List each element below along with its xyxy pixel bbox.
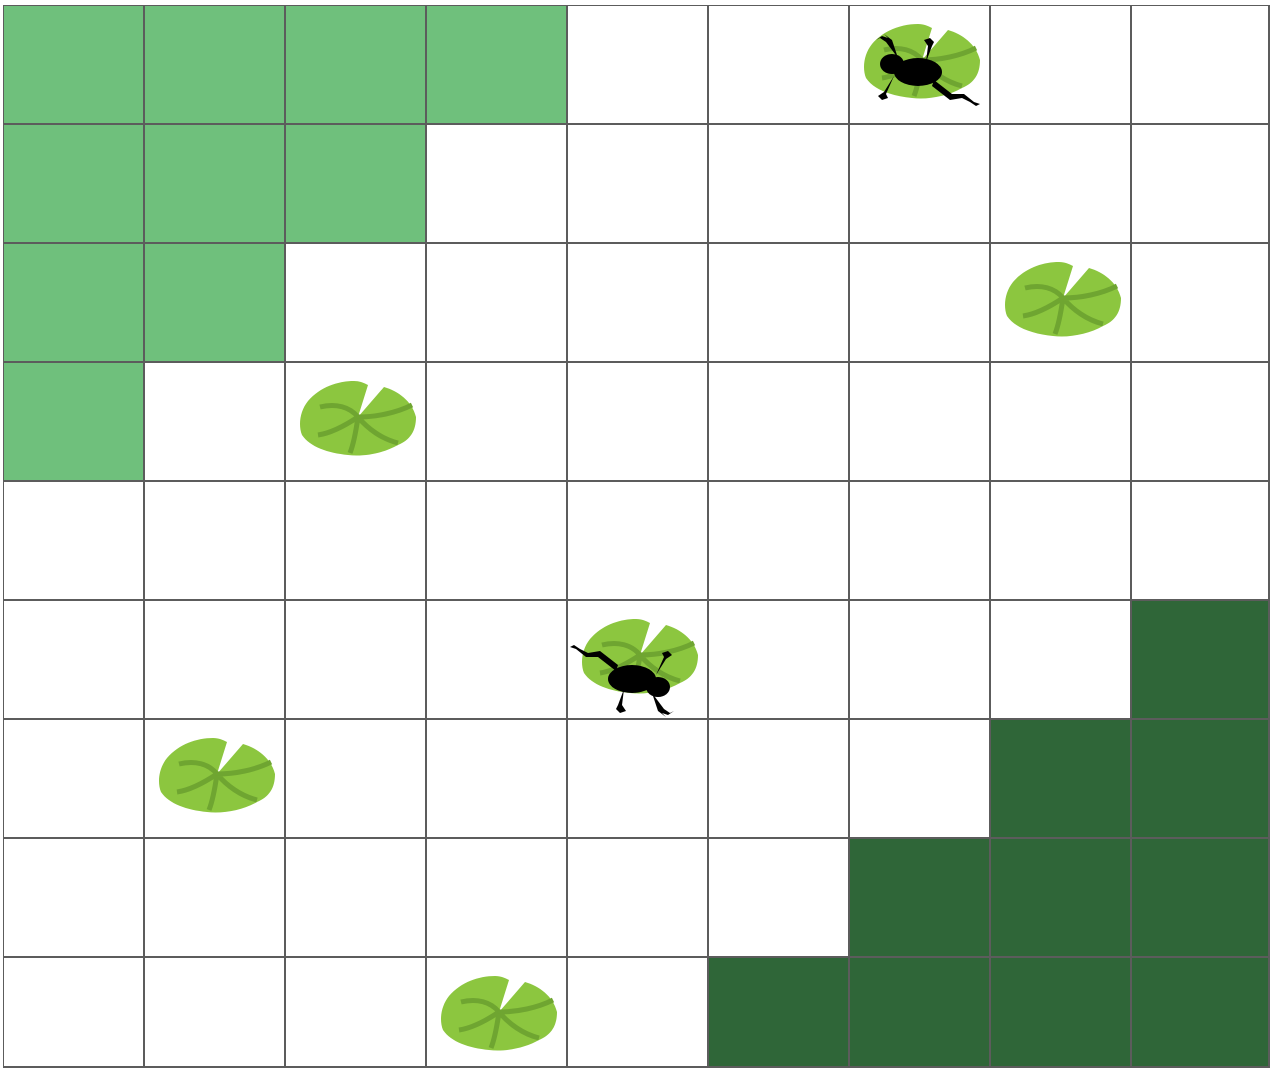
dark-green-cell-r9-c8[interactable] xyxy=(991,958,1132,1068)
water-cell-r6-c7[interactable] xyxy=(850,601,991,720)
frog-icon[interactable] xyxy=(864,32,984,122)
water-cell-r4-c5[interactable] xyxy=(568,363,709,482)
water-cell-r7-c7[interactable] xyxy=(850,720,991,839)
lily-pad-icon[interactable] xyxy=(157,734,277,814)
water-cell-r4-c8[interactable] xyxy=(991,363,1132,482)
water-cell-r6-c1[interactable] xyxy=(4,601,145,720)
water-cell-r9-c2[interactable] xyxy=(145,958,286,1068)
lily-pad-icon[interactable] xyxy=(298,377,418,457)
water-cell-r7-c3[interactable] xyxy=(286,720,427,839)
water-cell-r8-c1[interactable] xyxy=(4,839,145,958)
water-cell-r5-c3[interactable] xyxy=(286,482,427,601)
water-cell-r3-c6[interactable] xyxy=(709,244,850,363)
water-cell-r9-c3[interactable] xyxy=(286,958,427,1068)
lily-pad-icon[interactable] xyxy=(1003,258,1123,338)
water-cell-r8-c5[interactable] xyxy=(568,839,709,958)
water-cell-r7-c1[interactable] xyxy=(4,720,145,839)
water-cell-r9-c1[interactable] xyxy=(4,958,145,1068)
water-cell-r6-c6[interactable] xyxy=(709,601,850,720)
water-cell-r7-c6[interactable] xyxy=(709,720,850,839)
water-cell-r5-c1[interactable] xyxy=(4,482,145,601)
water-cell-r5-c2[interactable] xyxy=(145,482,286,601)
water-cell-r8-c4[interactable] xyxy=(427,839,568,958)
water-cell-r5-c8[interactable] xyxy=(991,482,1132,601)
dark-green-cell-r9-c7[interactable] xyxy=(850,958,991,1068)
water-cell-r2-c7[interactable] xyxy=(850,125,991,244)
dark-green-cell-r9-c9[interactable] xyxy=(1132,958,1270,1068)
water-cell-r2-c9[interactable] xyxy=(1132,125,1270,244)
light-green-cell-r1-c4[interactable] xyxy=(427,6,568,125)
dark-green-cell-r7-c8[interactable] xyxy=(991,720,1132,839)
water-cell-r8-c6[interactable] xyxy=(709,839,850,958)
water-cell-r1-c5[interactable] xyxy=(568,6,709,125)
water-cell-r4-c2[interactable] xyxy=(145,363,286,482)
water-cell-r1-c9[interactable] xyxy=(1132,6,1270,125)
water-cell-r5-c7[interactable] xyxy=(850,482,991,601)
water-cell-r4-c6[interactable] xyxy=(709,363,850,482)
light-green-cell-r2-c3[interactable] xyxy=(286,125,427,244)
water-cell-r4-c9[interactable] xyxy=(1132,363,1270,482)
water-cell-r3-c3[interactable] xyxy=(286,244,427,363)
light-green-cell-r1-c3[interactable] xyxy=(286,6,427,125)
water-cell-r2-c8[interactable] xyxy=(991,125,1132,244)
water-cell-r5-c5[interactable] xyxy=(568,482,709,601)
water-cell-r7-c5[interactable] xyxy=(568,720,709,839)
light-green-cell-r1-c1[interactable] xyxy=(4,6,145,125)
water-cell-r8-c3[interactable] xyxy=(286,839,427,958)
water-cell-r2-c4[interactable] xyxy=(427,125,568,244)
light-green-cell-r3-c1[interactable] xyxy=(4,244,145,363)
game-board xyxy=(4,6,1270,1068)
water-cell-r2-c5[interactable] xyxy=(568,125,709,244)
water-cell-r1-c8[interactable] xyxy=(991,6,1132,125)
light-green-cell-r1-c2[interactable] xyxy=(145,6,286,125)
water-cell-r5-c6[interactable] xyxy=(709,482,850,601)
water-cell-r7-c4[interactable] xyxy=(427,720,568,839)
water-cell-r3-c5[interactable] xyxy=(568,244,709,363)
water-cell-r5-c9[interactable] xyxy=(1132,482,1270,601)
water-cell-r6-c3[interactable] xyxy=(286,601,427,720)
dark-green-cell-r6-c9[interactable] xyxy=(1132,601,1270,720)
dark-green-cell-r8-c7[interactable] xyxy=(850,839,991,958)
water-cell-r2-c6[interactable] xyxy=(709,125,850,244)
water-cell-r6-c4[interactable] xyxy=(427,601,568,720)
water-cell-r9-c5[interactable] xyxy=(568,958,709,1068)
frog-icon[interactable] xyxy=(566,629,686,719)
water-cell-r3-c4[interactable] xyxy=(427,244,568,363)
light-green-cell-r2-c1[interactable] xyxy=(4,125,145,244)
water-cell-r3-c9[interactable] xyxy=(1132,244,1270,363)
water-cell-r4-c4[interactable] xyxy=(427,363,568,482)
water-cell-r3-c7[interactable] xyxy=(850,244,991,363)
light-green-cell-r3-c2[interactable] xyxy=(145,244,286,363)
dark-green-cell-r8-c9[interactable] xyxy=(1132,839,1270,958)
water-cell-r6-c2[interactable] xyxy=(145,601,286,720)
water-cell-r1-c6[interactable] xyxy=(709,6,850,125)
dark-green-cell-r8-c8[interactable] xyxy=(991,839,1132,958)
water-cell-r5-c4[interactable] xyxy=(427,482,568,601)
lily-pad-icon[interactable] xyxy=(439,972,559,1052)
dark-green-cell-r9-c6[interactable] xyxy=(709,958,850,1068)
water-cell-r8-c2[interactable] xyxy=(145,839,286,958)
dark-green-cell-r7-c9[interactable] xyxy=(1132,720,1270,839)
light-green-cell-r2-c2[interactable] xyxy=(145,125,286,244)
water-cell-r4-c7[interactable] xyxy=(850,363,991,482)
light-green-cell-r4-c1[interactable] xyxy=(4,363,145,482)
water-cell-r6-c8[interactable] xyxy=(991,601,1132,720)
